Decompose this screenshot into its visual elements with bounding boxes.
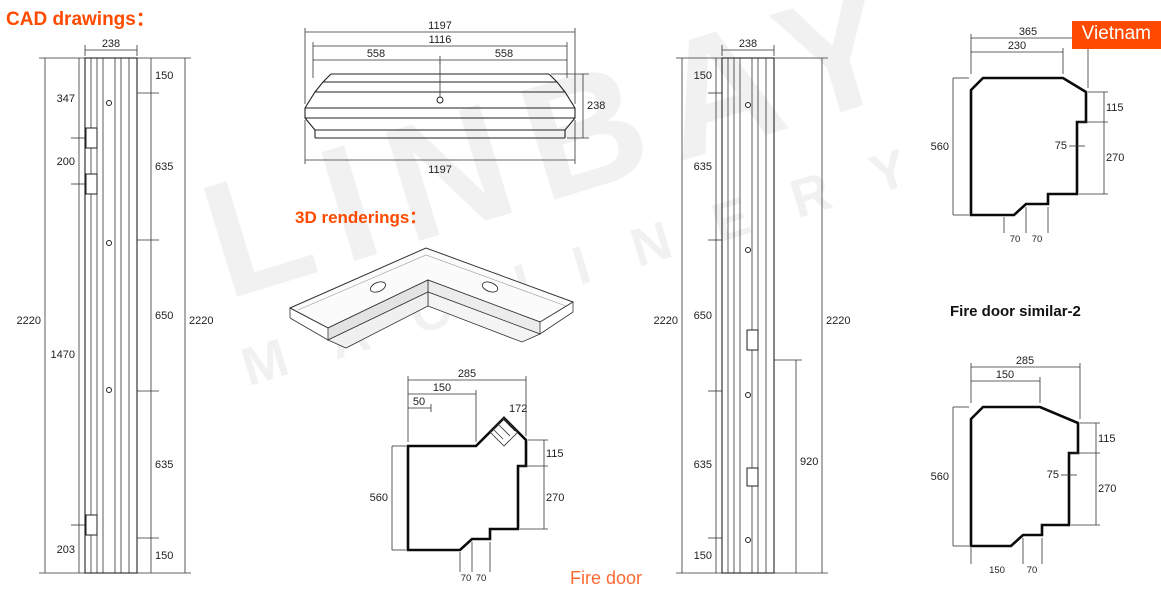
fire-door-section-drawing: 285 150 50 172 115 270 560 70 70: [370, 368, 565, 584]
dim-label: 635: [694, 459, 712, 471]
dim-label: 1197: [428, 164, 452, 176]
hinge-cutout: [85, 127, 98, 149]
dim-label: 70: [1027, 565, 1038, 576]
dim-label: 1470: [51, 349, 75, 361]
dim-label: 115: [1098, 433, 1116, 445]
screw-hole: [745, 392, 751, 398]
dim-label: 2220: [654, 315, 678, 327]
screw-hole: [745, 102, 751, 108]
hinge-cutout: [85, 173, 98, 195]
screw-hole: [106, 240, 112, 246]
dim-label: 150: [989, 565, 1005, 576]
dim-label: 238: [102, 38, 120, 50]
similar1-section-drawing: 365 230 115 75 270 560 70 70: [931, 26, 1125, 245]
head-profile-body: [304, 62, 576, 139]
dim-label: 558: [495, 48, 513, 60]
dim-label: 365: [1019, 26, 1037, 38]
dim-label: 1197: [428, 20, 452, 32]
dim-label: 238: [739, 38, 757, 50]
dim-label: 2220: [17, 315, 41, 327]
dim-label: 230: [1008, 40, 1026, 52]
dim-label: 270: [1098, 483, 1116, 495]
hinge-cutout: [85, 514, 98, 536]
dim-label: 150: [694, 70, 712, 82]
head-profile-drawing: 1197 1116 558 558: [304, 20, 605, 176]
dim-label: 75: [1055, 140, 1067, 152]
fire-door-similar2-caption: Fire door similar-2: [950, 303, 1081, 320]
page-title: CAD drawings：: [6, 9, 155, 30]
dim-label: 238: [587, 100, 605, 112]
dim-label: 650: [155, 310, 173, 322]
left-jamb-body: [84, 57, 138, 574]
bolt-hole: [369, 281, 387, 293]
dim-label: 635: [155, 459, 173, 471]
dim-label: 150: [996, 369, 1014, 381]
dim-label: 70: [1010, 234, 1021, 245]
dim-label: 1116: [429, 34, 452, 46]
dim-label: 347: [57, 93, 75, 105]
bolt-hole: [481, 281, 499, 293]
corner-3d-shape: [288, 247, 575, 349]
dim-label: 558: [367, 48, 385, 60]
dim-label: 70: [1032, 234, 1043, 245]
dim-label: 150: [433, 382, 451, 394]
dim-label: 560: [931, 141, 949, 153]
screw-hole: [106, 387, 112, 393]
right-jamb-elevation-drawing: 238 150 635 650 635 150 2220 920 2220: [654, 38, 850, 574]
similar1-dimensions: 365 230 115 75 270 560 70 70: [931, 26, 1125, 245]
strike-cutout: [746, 329, 759, 351]
dim-label: 285: [1016, 355, 1034, 367]
head-profile-dimensions: 1197 1116 558 558: [304, 20, 576, 104]
dim-label: 75: [1047, 469, 1059, 481]
country-badge: Vietnam: [1071, 21, 1161, 49]
dim-label: 115: [1106, 102, 1124, 114]
center-hole: [436, 96, 444, 104]
dim-label: 50: [413, 396, 425, 408]
strike-cutout: [746, 467, 759, 487]
right-jamb-body: [721, 57, 775, 574]
dim-label: 560: [931, 471, 949, 483]
head-profile-side-dims: 238 1197: [304, 73, 605, 176]
dim-label: 70: [461, 573, 472, 584]
hatched-flange: [489, 417, 519, 447]
left-jamb-elevation-drawing: 238 347 200 1470 203 2220 150 635 650 63…: [17, 38, 213, 574]
dim-label: 150: [694, 550, 712, 562]
dim-label: 2220: [826, 315, 850, 327]
dim-label: 650: [694, 310, 712, 322]
fire-door-caption: Fire door: [570, 568, 643, 588]
dim-label: 635: [694, 161, 712, 173]
dim-label: 70: [476, 573, 487, 584]
dim-label: 200: [57, 156, 75, 168]
screw-hole: [106, 100, 112, 106]
dim-label: 560: [370, 492, 388, 504]
dim-label: 115: [546, 448, 564, 460]
dim-label: 920: [800, 456, 818, 468]
similar1-profile: [969, 76, 1088, 217]
dim-label: 270: [1106, 152, 1124, 164]
dim-label: 2220: [189, 315, 213, 327]
dim-label: 270: [546, 492, 564, 504]
right-jamb-dimensions: 238 150 635 650 635 150 2220 920 2220: [654, 38, 850, 574]
similar2-dimensions: 285 150 115 75 270 560 150 70: [931, 355, 1117, 576]
dim-label: 172: [509, 403, 527, 415]
similar2-profile: [969, 405, 1080, 548]
corner-3d-rendering: [288, 247, 575, 349]
similar2-section-drawing: 285 150 115 75 270 560 150 70: [931, 355, 1117, 576]
left-jamb-dimensions: 238 347 200 1470 203 2220 150 635 650 63…: [17, 38, 213, 574]
renderings-heading: 3D renderings：: [295, 208, 427, 227]
fire-door-profile: [406, 416, 528, 552]
dim-label: 203: [57, 544, 75, 556]
dim-label: 150: [155, 70, 173, 82]
screw-hole: [745, 537, 751, 543]
fire-door-dimensions: 285 150 50 172 115 270 560 70 70: [370, 368, 565, 584]
screw-hole: [745, 247, 751, 253]
dim-label: 285: [458, 368, 476, 380]
dim-label: 635: [155, 161, 173, 173]
dim-label: 150: [155, 550, 173, 562]
